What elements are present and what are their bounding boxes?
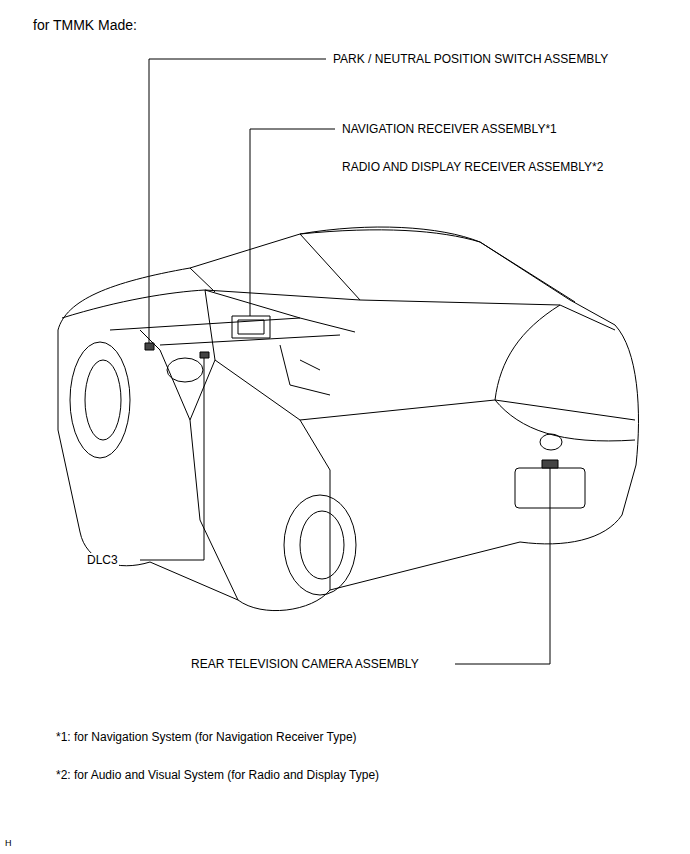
leader-line	[140, 358, 204, 560]
tail-lamp	[495, 400, 635, 441]
part-label: DLC3	[86, 553, 119, 567]
footnote: *1: for Navigation System (for Navigatio…	[55, 730, 358, 744]
part-label: PARK / NEUTRAL POSITION SWITCH ASSEMBLY	[332, 52, 609, 66]
emblem	[540, 434, 562, 450]
rear-rim	[300, 511, 344, 579]
leader-line	[250, 129, 335, 316]
switch-part	[145, 343, 154, 350]
trunk-line	[495, 305, 635, 420]
leader-line	[455, 468, 550, 664]
display-screen	[238, 320, 264, 334]
windshield	[190, 234, 360, 300]
leader-line	[149, 59, 326, 343]
footnote: *2: for Audio and Visual System (for Rad…	[55, 768, 380, 782]
steering-wheel	[167, 358, 203, 382]
belt-line	[300, 400, 495, 420]
dashboard	[110, 318, 340, 395]
part-label: REAR TELEVISION CAMERA ASSEMBLY	[190, 657, 420, 671]
diagram-title: for TMMK Made:	[32, 17, 138, 33]
display-unit	[232, 316, 270, 338]
part-label: NAVIGATION RECEIVER ASSEMBLY*1	[341, 122, 558, 136]
front-door	[190, 360, 238, 600]
figure-code: H	[4, 838, 13, 848]
dlc3-part	[200, 352, 209, 358]
door-line	[205, 290, 330, 590]
car-body	[58, 227, 638, 611]
rear-wheel	[284, 495, 356, 595]
camera-part	[542, 460, 558, 468]
part-label: RADIO AND DISPLAY RECEIVER ASSEMBLY*2	[341, 160, 604, 174]
roof-line	[300, 230, 575, 305]
front-rim	[85, 360, 121, 440]
front-wheel	[70, 342, 130, 458]
